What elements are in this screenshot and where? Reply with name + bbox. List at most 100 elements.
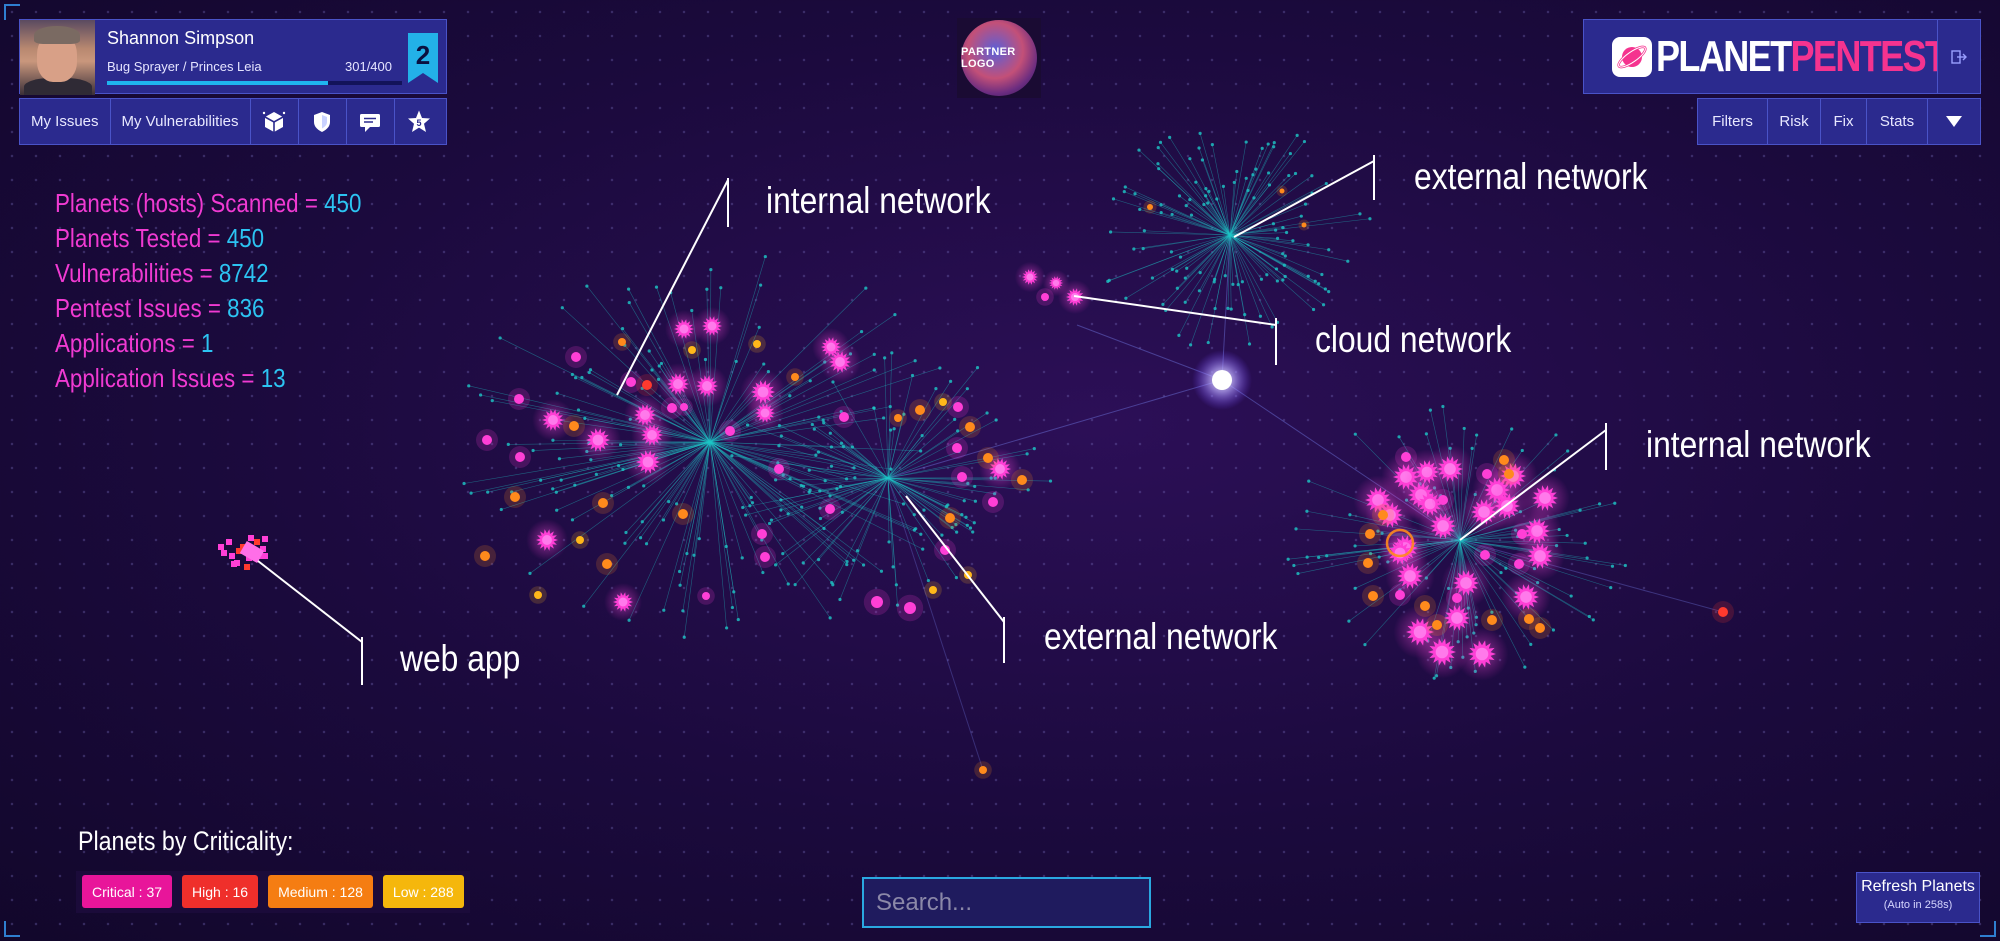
- leaf-node: [892, 427, 896, 431]
- shield-button[interactable]: [299, 99, 347, 144]
- cluster-ray: [781, 435, 889, 479]
- cluster-ray: [1229, 234, 1286, 257]
- cube-button[interactable]: [251, 99, 299, 144]
- cluster-ray: [1138, 149, 1231, 236]
- leaf-node: [786, 582, 790, 586]
- cluster-ray: [1229, 234, 1348, 262]
- cluster-ray: [709, 441, 752, 498]
- node-core: [1534, 550, 1546, 562]
- cluster-ray: [1229, 234, 1250, 345]
- leaf-node: [1353, 586, 1357, 590]
- badge-medium[interactable]: Medium : 128: [268, 875, 373, 908]
- leaf-node: [1623, 563, 1627, 568]
- fix-button[interactable]: Fix: [1821, 99, 1867, 144]
- cluster-ray: [1229, 171, 1238, 236]
- avatar[interactable]: [20, 20, 95, 95]
- planet-node: [791, 373, 799, 381]
- node-core: [542, 535, 552, 545]
- leaf-node: [638, 536, 643, 540]
- leaf-node: [1578, 508, 1582, 512]
- cluster-ray: [775, 477, 889, 481]
- cluster-ray: [1229, 234, 1293, 242]
- leaf-node: [1244, 176, 1248, 180]
- chat-button[interactable]: [347, 99, 395, 144]
- my-issues-button[interactable]: My Issues: [20, 99, 111, 144]
- cluster-ray: [887, 477, 948, 506]
- leaf-node: [850, 445, 855, 449]
- cluster-ray: [1169, 137, 1231, 236]
- cluster-ray: [777, 462, 889, 479]
- filters-button[interactable]: Filters: [1698, 99, 1768, 144]
- cluster-ray: [887, 477, 957, 578]
- dropdown-toggle-button[interactable]: [1928, 99, 1980, 144]
- leaf-node: [1206, 340, 1210, 345]
- cluster-ray: [709, 369, 875, 443]
- leaf-node: [839, 441, 844, 445]
- leaf-node: [1252, 196, 1256, 200]
- leaf-node: [1231, 282, 1235, 286]
- planet-nodes[interactable]: [218, 185, 1734, 779]
- cluster-ray: [663, 441, 711, 611]
- planet-node: [688, 346, 696, 354]
- cluster-ray: [1229, 146, 1274, 236]
- cluster-ray: [499, 337, 711, 443]
- badge-critical[interactable]: Critical : 37: [82, 875, 173, 908]
- leaf-node: [732, 590, 736, 594]
- stat-applications: Applications = 1: [55, 326, 361, 361]
- cluster-ray: [832, 477, 889, 585]
- cluster-ray: [1229, 234, 1277, 270]
- planet-node: [1487, 615, 1497, 625]
- brand-text-pentest: PENTEST: [1790, 31, 1947, 81]
- leaf-node: [822, 526, 826, 531]
- partner-logo: PARTNER LOGO: [957, 18, 1041, 98]
- web-app-node: [218, 544, 224, 550]
- leaf-node: [914, 527, 918, 531]
- leaf-node: [940, 533, 944, 537]
- leaf-node: [705, 287, 709, 291]
- planet-node: [1378, 510, 1388, 520]
- leaf-node: [779, 508, 783, 512]
- cluster-ray: [887, 477, 915, 515]
- cluster-ray: [464, 441, 711, 484]
- user-profile-card[interactable]: Shannon Simpson Bug Sprayer / Princes Le…: [19, 19, 447, 95]
- planet-node: [1535, 623, 1545, 633]
- cluster-ray: [843, 446, 889, 479]
- risk-button[interactable]: Risk: [1768, 99, 1821, 144]
- leaf-node: [965, 387, 969, 391]
- leaf-node: [769, 518, 774, 522]
- planet-node: [940, 545, 950, 555]
- leaf-node: [1184, 204, 1188, 208]
- leaf-node: [1321, 303, 1326, 307]
- search-input[interactable]: [862, 877, 1151, 928]
- stats-button[interactable]: Stats: [1867, 99, 1928, 144]
- star-badge-button[interactable]: 5: [395, 99, 443, 144]
- cluster-ray: [709, 441, 831, 619]
- logout-button[interactable]: [1937, 19, 1981, 94]
- planet-node: [915, 405, 925, 415]
- leaf-node: [829, 464, 834, 468]
- cluster-ray: [1229, 234, 1234, 285]
- planet-node: [1480, 550, 1490, 560]
- leaf-node: [1346, 259, 1350, 263]
- leaf-node: [779, 434, 783, 438]
- avatar-shirt: [24, 78, 92, 95]
- planet-node: [1279, 188, 1285, 194]
- leaf-node: [1159, 211, 1163, 215]
- user-title: Bug Sprayer / Princes Leia: [107, 59, 262, 74]
- my-vulnerabilities-button[interactable]: My Vulnerabilities: [111, 99, 251, 144]
- leaf-node: [624, 530, 628, 535]
- badge-high[interactable]: High : 16: [182, 875, 259, 908]
- cluster-ray: [1171, 234, 1231, 253]
- refresh-planets-button[interactable]: Refresh Planets (Auto in 258s): [1856, 872, 1980, 923]
- planet-node: [514, 394, 524, 404]
- cluster-ray: [887, 388, 937, 479]
- leaf-node: [1428, 408, 1432, 412]
- leaf-node: [626, 485, 631, 489]
- leaf-node: [852, 558, 856, 562]
- badge-low[interactable]: Low : 288: [382, 875, 464, 908]
- cluster-ray: [1229, 135, 1298, 236]
- leaf-node: [1204, 187, 1208, 191]
- cluster-ray: [686, 441, 711, 554]
- corner-bracket-bottom-right: [1980, 921, 1996, 937]
